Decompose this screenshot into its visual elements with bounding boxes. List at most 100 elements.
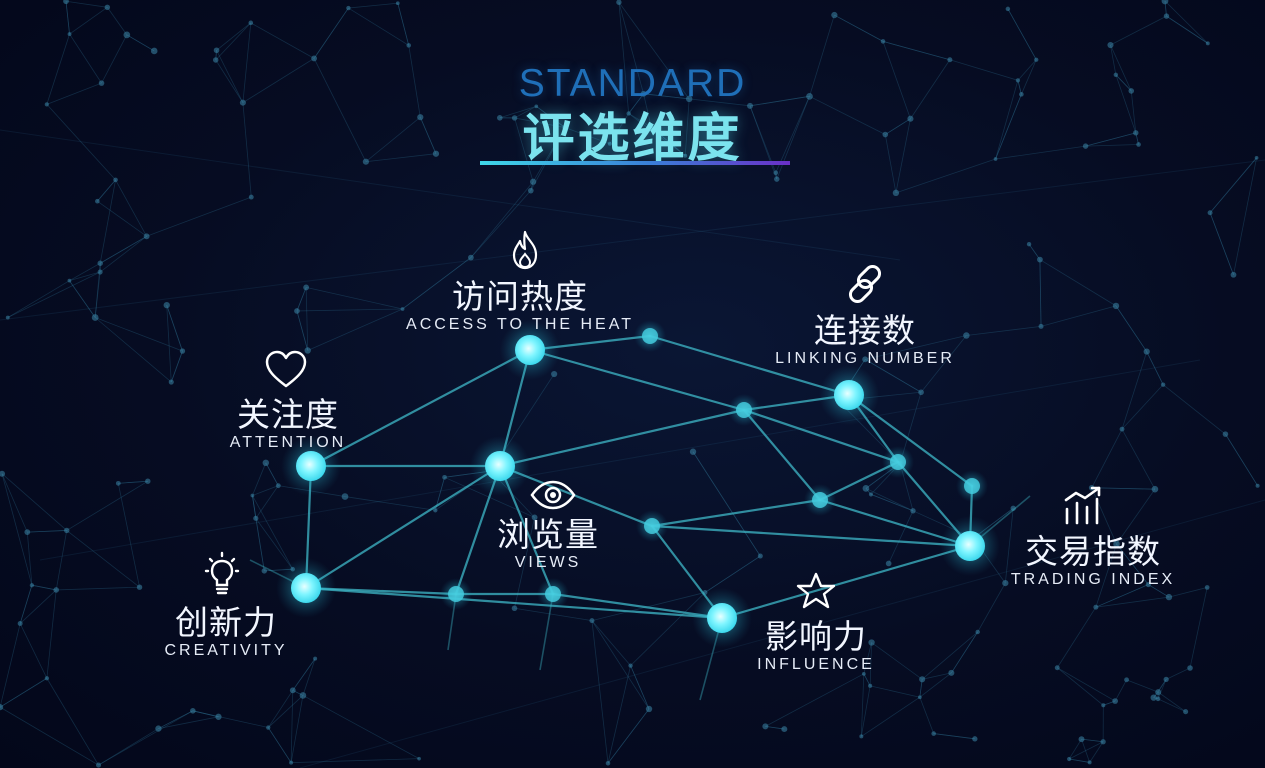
background-edge (870, 685, 920, 698)
background-edge (192, 710, 269, 728)
background-dot (774, 176, 780, 182)
label-views-en: VIEWS (514, 554, 582, 571)
background-dot (311, 55, 318, 62)
background-edge (536, 106, 566, 128)
background-edge (99, 235, 147, 273)
graph-edge (304, 464, 502, 590)
background-edge (882, 40, 950, 61)
background-edge (94, 317, 172, 383)
background-edge (884, 134, 897, 193)
background-dot (417, 756, 421, 761)
background-edge (922, 672, 952, 680)
background-edge (97, 179, 116, 202)
background-edge (1153, 679, 1167, 698)
background-edge (255, 518, 294, 570)
background-edge (101, 34, 128, 84)
background-dot (44, 102, 49, 107)
background-edge (302, 658, 316, 696)
background-edge (98, 728, 159, 766)
background-edge (895, 118, 911, 193)
label-attention-en: ATTENTION (229, 434, 347, 451)
background-edge (809, 14, 835, 97)
background-edge (19, 589, 57, 624)
background-dot (104, 4, 111, 11)
background-dot (313, 656, 318, 661)
label-access-heat: 访问热度 ACCESS TO THE HEAT (360, 278, 680, 334)
background-dot (136, 584, 143, 590)
background-edge (65, 1, 70, 35)
background-dot (534, 104, 539, 109)
background-edge (1157, 698, 1186, 713)
background-edge (863, 673, 871, 687)
background-edge (776, 96, 810, 180)
background-edge (1091, 487, 1155, 490)
background-edge (19, 585, 33, 624)
background-dot (213, 47, 220, 54)
label-access-heat-cn: 访问热度 (452, 277, 588, 316)
background-edge (252, 495, 265, 571)
background-edge (296, 310, 309, 351)
background-edge (265, 462, 279, 486)
background-dot (95, 762, 102, 768)
background-edge (865, 488, 914, 512)
background-edge (126, 34, 155, 52)
background-dot (1145, 581, 1151, 588)
background-edge (95, 317, 183, 352)
background-dot (289, 760, 294, 765)
background-edge (966, 325, 1042, 336)
background-edge (995, 80, 1019, 160)
background-dot (64, 527, 70, 534)
background-edge (255, 485, 279, 519)
background-edge (1115, 74, 1132, 92)
node-minor (537, 578, 569, 610)
background-edge (1039, 259, 1117, 307)
background-dot (511, 605, 518, 612)
background-edge (99, 179, 116, 264)
background-edge (1089, 741, 1104, 763)
label-influence: 影响力 INFLUENCE (656, 618, 976, 674)
background-dot (1183, 709, 1189, 715)
background-dot (1037, 256, 1043, 263)
label-access-heat-en: ACCESS TO THE HEAT (406, 316, 634, 333)
background-dot (1163, 13, 1170, 19)
eye-icon (530, 480, 576, 510)
background-edge (1007, 8, 1037, 60)
background-edge (951, 631, 979, 674)
graph-edge (742, 408, 900, 464)
background-edge (267, 727, 292, 763)
background-edge (46, 104, 116, 181)
background-edge (408, 45, 421, 118)
background-edge (242, 22, 252, 103)
background-edge (252, 495, 257, 519)
background-edge (591, 620, 609, 764)
background-edge (532, 127, 566, 182)
background-edge (1146, 351, 1164, 385)
background-dot (1113, 72, 1119, 77)
background-dot (417, 114, 424, 121)
node-attention (281, 436, 341, 496)
background-dot (948, 669, 955, 676)
background-edge (882, 41, 911, 119)
background-edge (630, 592, 706, 666)
background-dot (346, 5, 351, 11)
background-dot (1010, 505, 1016, 511)
node-trading (940, 516, 1000, 576)
background-edge (834, 14, 884, 42)
background-dot (529, 178, 537, 185)
background-edge (995, 94, 1022, 160)
background-edge (7, 280, 70, 318)
background-edge (1069, 758, 1090, 763)
background-edge (291, 758, 420, 764)
background-dot (1150, 694, 1157, 701)
background-edge (834, 14, 884, 42)
background-edge (995, 145, 1086, 160)
background-dot (1254, 155, 1259, 160)
background-dot (5, 315, 10, 320)
title-underline (480, 161, 790, 165)
background-edge (1110, 15, 1167, 46)
background-edge (1057, 667, 1104, 706)
background-edge (1056, 606, 1097, 668)
background-edge (888, 510, 914, 564)
background-dot (1026, 241, 1032, 247)
